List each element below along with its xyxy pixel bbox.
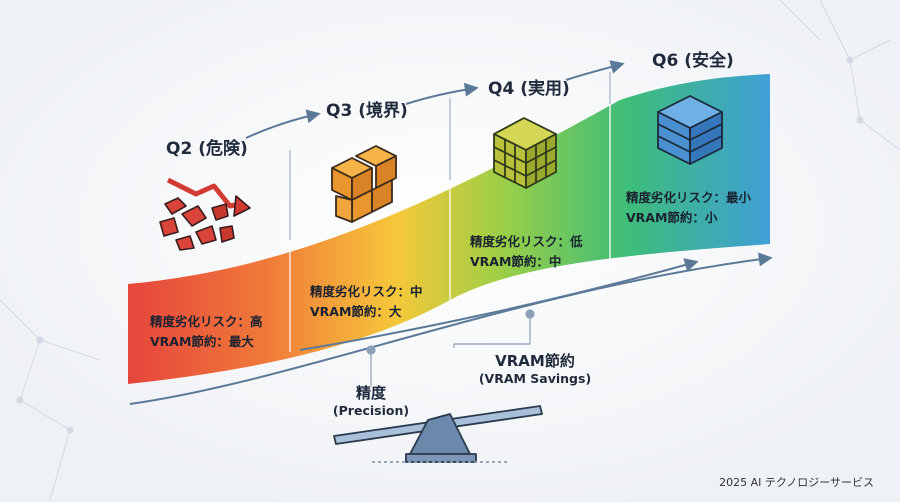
risk-label-q2: 精度劣化リスク：高 xyxy=(150,314,263,329)
stage-title-q4: Q4 (実用) xyxy=(488,79,570,99)
step-arrow-q4-q6 xyxy=(565,60,625,81)
stage-separators-upper xyxy=(289,72,611,240)
precision-trend-arrow xyxy=(129,252,773,405)
step-arrow-q2-q3 xyxy=(245,109,321,139)
stage-metrics-q3: 精度劣化リスク：中 VRAM節約：大 xyxy=(310,282,423,322)
precision-label-group: 精度 (Precision) xyxy=(326,382,416,418)
risk-label-q4: 精度劣化リスク：低 xyxy=(470,234,583,249)
vram-label-q4: VRAM節約：中 xyxy=(470,254,562,269)
precision-label: 精度 xyxy=(355,384,386,402)
seesaw-balance-icon xyxy=(333,405,543,463)
vram-label-q2: VRAM節約：最大 xyxy=(150,334,254,349)
stage-metrics-q4: 精度劣化リスク：低 VRAM節約：中 xyxy=(470,232,583,272)
footer-credit: 2025 AI テクノロジーサービス xyxy=(719,476,874,489)
stage-metrics-q6: 精度劣化リスク：最小 VRAM節約：小 xyxy=(626,188,751,228)
green-cube-stack-icon xyxy=(493,117,557,189)
vram-trend-arrow xyxy=(299,258,699,351)
stage-title-q2: Q2 (危険) xyxy=(166,139,248,159)
vram-savings-label: VRAM節約 xyxy=(495,352,575,370)
stage-metrics-q2: 精度劣化リスク：高 VRAM節約：最大 xyxy=(150,312,263,352)
step-arrows xyxy=(245,60,625,139)
vram-label-q6: VRAM節約：小 xyxy=(626,210,718,225)
stage-title-q6: Q6 (安全) xyxy=(652,51,734,71)
vram-savings-sublabel: (VRAM Savings) xyxy=(478,371,592,386)
label-connectors xyxy=(366,309,535,386)
vram-savings-label-group: VRAM節約 (VRAM Savings) xyxy=(470,350,600,386)
step-arrow-q3-q4 xyxy=(405,82,479,105)
stage-title-q3: Q3 (境界) xyxy=(326,101,408,121)
broken-cubes-icon xyxy=(159,177,251,251)
risk-label-q6: 精度劣化リスク：最小 xyxy=(626,190,752,205)
risk-label-q3: 精度劣化リスク：中 xyxy=(310,284,423,299)
orange-cube-stack-icon xyxy=(331,145,397,223)
precision-sublabel: (Precision) xyxy=(332,403,410,418)
vram-label-q3: VRAM節約：大 xyxy=(310,304,402,319)
trend-arrows xyxy=(129,252,773,405)
blue-cube-block-icon xyxy=(657,95,723,165)
